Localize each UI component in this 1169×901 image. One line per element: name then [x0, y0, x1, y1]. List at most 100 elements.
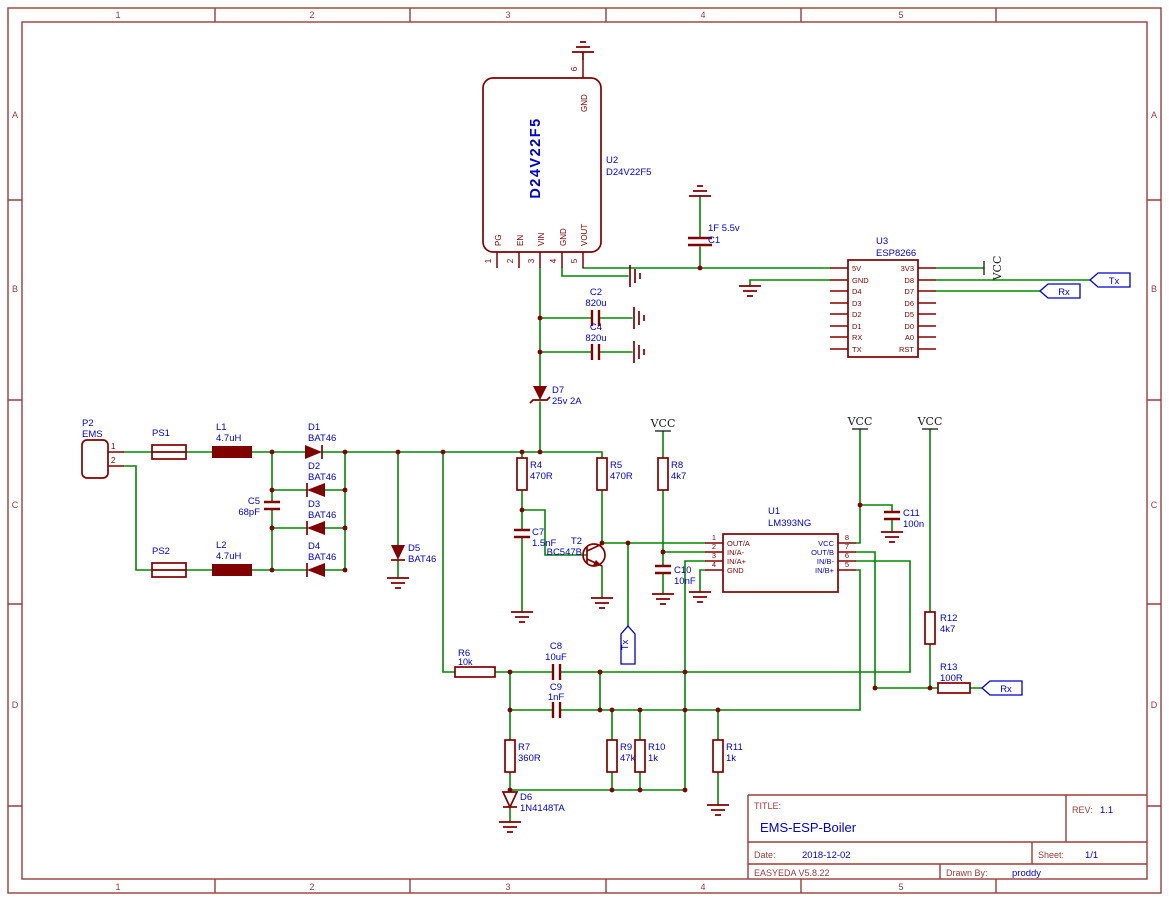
vcc-flag-esp[interactable]: VCC [983, 256, 1004, 282]
u2-pin-num: 5 [570, 258, 579, 263]
d4-value: BAT46 [308, 552, 336, 563]
gnd-symbol-c4[interactable] [633, 341, 645, 363]
component-ps2-fuse[interactable]: PS2 [151, 546, 187, 578]
gnd-symbol-c1[interactable] [689, 185, 711, 197]
component-d1-diode[interactable]: D1 BAT46 [305, 422, 336, 459]
component-c1-capacitor[interactable]: 1F 5.5v C1 [688, 223, 740, 247]
component-r5-resistor[interactable]: R5 470R [596, 457, 633, 491]
gnd-symbol-u2-gnd[interactable] [629, 265, 641, 287]
component-c4-capacitor[interactable]: C4 820u [585, 322, 607, 360]
r12-ref: R12 [940, 613, 957, 624]
vcc-flag-r8[interactable]: VCC [650, 417, 676, 432]
r6-value: 10k [458, 657, 473, 667]
component-r10-resistor[interactable]: R10 1k [634, 739, 665, 773]
rev-label: REV: [1072, 805, 1093, 815]
component-r6-resistor[interactable]: R6 10k [454, 648, 496, 678]
component-t2-transistor[interactable]: T2 BC547B [547, 536, 606, 567]
tool-version: EASYEDA V5.8.22 [754, 868, 830, 878]
grid-row-label: A [1151, 110, 1157, 120]
u2-pin-name: PG [494, 234, 503, 246]
component-c2-capacitor[interactable]: C2 820u [585, 287, 607, 326]
vcc-label: VCC [650, 417, 676, 430]
vcc-flag-u1[interactable]: VCC [847, 415, 873, 430]
component-d2-diode[interactable]: D2 BAT46 [306, 461, 336, 497]
component-u1-lm393[interactable]: U1 LM393NG 1 2 3 4 8 7 6 5 OUT/A IN/A- I… [705, 506, 856, 593]
d6-ref: D6 [520, 792, 532, 803]
component-p2-connector[interactable]: P2 EMS 1 2 [81, 418, 124, 479]
component-r7-resistor[interactable]: R7 360R [504, 739, 541, 773]
component-c7-capacitor[interactable]: C7 1.5nF [514, 527, 556, 549]
component-d6-diode[interactable]: D6 1N4148TA [501, 791, 565, 814]
rx-flag-top[interactable]: Rx [1039, 283, 1081, 299]
component-c9-capacitor[interactable]: C9 1nF [548, 682, 565, 718]
sheet-label: Sheet: [1038, 850, 1064, 860]
u1-pin-num: 4 [712, 560, 716, 569]
wire-net[interactable] [123, 195, 1091, 823]
component-c5-capacitor[interactable]: C5 68pF [238, 496, 280, 518]
grid-col-label: 1 [115, 882, 120, 892]
gnd-symbol-r11[interactable] [707, 804, 729, 816]
gnd-symbol-c7[interactable] [511, 611, 533, 623]
p2-value: EMS [82, 429, 103, 440]
grid-col-label: 4 [700, 882, 705, 892]
gnd-symbol-c11[interactable] [881, 531, 903, 543]
vcc-flag-r12[interactable]: VCC [917, 415, 943, 430]
component-c8-capacitor[interactable]: C8 10uF [545, 641, 567, 680]
u1-pin-num: 1 [712, 533, 716, 542]
gnd-symbol-d6[interactable] [499, 821, 521, 833]
grid-col-label: 1 [115, 10, 120, 20]
component-d4-diode[interactable]: D4 BAT46 [306, 541, 336, 577]
r10-ref: R10 [648, 742, 665, 753]
component-r4-resistor[interactable]: R4 470R [516, 457, 553, 491]
gnd-symbol-u1[interactable] [689, 591, 711, 603]
component-l1-inductor[interactable]: L1 4.7uH [212, 422, 252, 458]
ps1-ref: PS1 [152, 428, 170, 439]
component-c10-capacitor[interactable]: C10 10nF [655, 564, 696, 587]
tx-flag-bottom[interactable]: Tx [620, 625, 636, 665]
u3-pin-name: 3V3 [901, 264, 914, 273]
component-l2-inductor[interactable]: L2 4.7uH [212, 540, 252, 576]
component-r8-resistor[interactable]: R8 4k7 [657, 457, 686, 491]
u3-pin-name: D7 [904, 287, 914, 296]
component-r11-resistor[interactable]: R11 1k [712, 739, 743, 773]
component-ps1-fuse[interactable]: PS1 [151, 428, 187, 460]
vcc-label: VCC [917, 415, 943, 428]
grid-col-label: 3 [505, 882, 510, 892]
grid-row-label: A [12, 110, 18, 120]
component-u2-regulator[interactable]: D24V22F5 U2 D24V22F5 6 GND 1 2 3 4 5 PG … [482, 60, 651, 268]
component-r12-resistor[interactable]: R12 4k7 [924, 611, 957, 645]
c7-ref: C7 [532, 527, 544, 538]
gnd-symbol-c10[interactable] [652, 593, 674, 605]
c2-ref: C2 [590, 287, 602, 298]
gnd-symbol-u2-top[interactable] [572, 41, 594, 60]
component-c11-capacitor[interactable]: C11 100n [884, 508, 924, 530]
gnd-symbol-esp[interactable] [739, 285, 761, 297]
d4-ref: D4 [308, 541, 320, 552]
r13-value: 100R [940, 673, 963, 684]
r5-ref: R5 [610, 460, 622, 471]
c5-value: 68pF [238, 507, 260, 518]
grid-col-label: 2 [309, 882, 314, 892]
u1-pin-num: 3 [712, 551, 716, 560]
gnd-symbol-t2[interactable] [591, 597, 613, 609]
u2-pin-name: VIN [537, 232, 546, 246]
junction-dots [269, 265, 933, 793]
tx-label: Tx [1109, 276, 1120, 287]
tx-flag-top[interactable]: Tx [1089, 272, 1131, 288]
component-r9-resistor[interactable]: R9 47k [606, 739, 636, 773]
gnd-symbol-c2[interactable] [633, 307, 645, 329]
component-r13-resistor[interactable]: R13 100R [937, 662, 971, 694]
c4-value: 820u [585, 333, 606, 344]
u2-pin-num: 3 [527, 258, 536, 263]
component-u3-esp8266[interactable]: U3 ESP8266 5V GND D4 D3 D2 D1 RX TX 3V3 … [830, 236, 936, 358]
u1-pin-name: IN/A+ [727, 557, 747, 566]
c8-value: 10uF [545, 652, 567, 663]
component-d5-diode[interactable]: D5 BAT46 [391, 543, 436, 565]
gnd-symbol-d5[interactable] [387, 577, 409, 589]
rx-flag-bottom[interactable]: Rx [981, 680, 1023, 696]
component-d3-diode[interactable]: D3 BAT46 [306, 499, 336, 535]
component-d7-zener[interactable]: D7 25v 2A [529, 385, 582, 407]
sheet-value: 1/1 [1085, 850, 1098, 861]
u1-pin-num: 6 [845, 551, 849, 560]
